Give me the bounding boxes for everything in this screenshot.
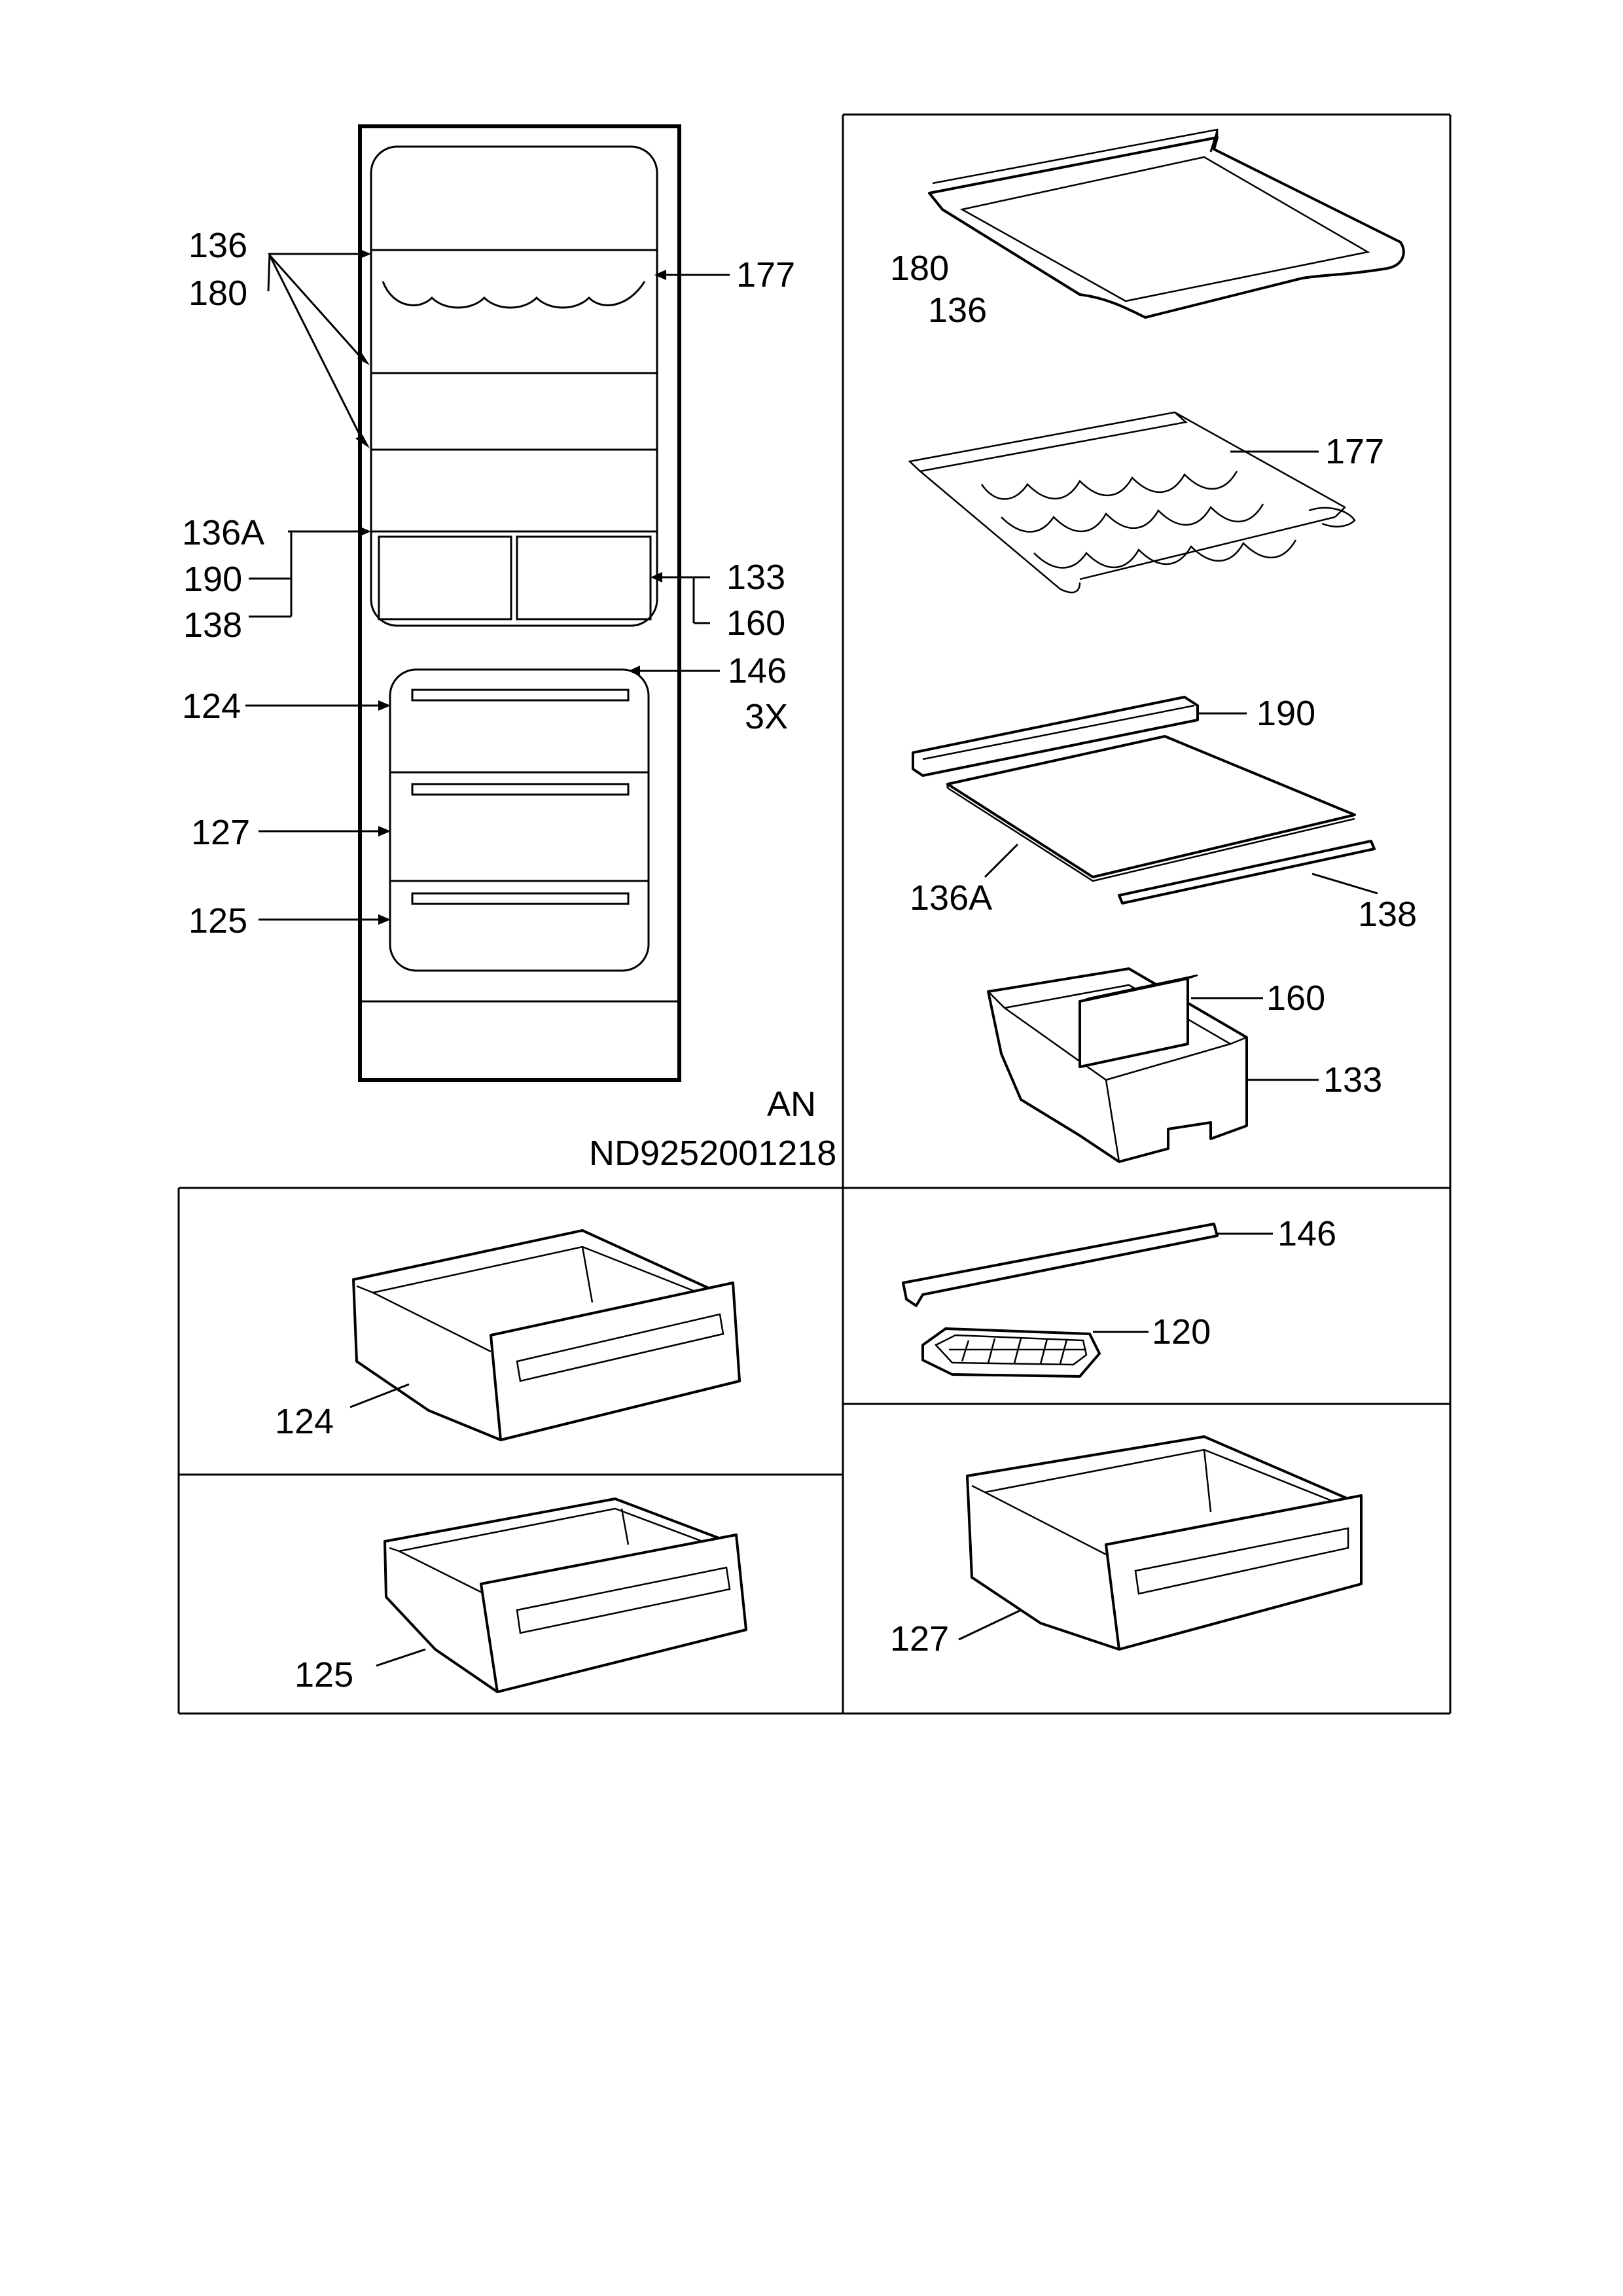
glass-shelf-with-frame bbox=[928, 128, 1405, 319]
label-glass-136a: 136A bbox=[910, 878, 992, 918]
glass-shelf-assembly bbox=[912, 696, 1376, 905]
label-shelf-136: 136 bbox=[928, 291, 987, 330]
model-code: ND9252001218 bbox=[589, 1134, 836, 1173]
leader-125 bbox=[376, 1648, 426, 1667]
label-3x: 3X bbox=[745, 697, 788, 736]
label-drawer-125: 125 bbox=[294, 1655, 353, 1695]
ice-cube-tray bbox=[921, 1327, 1101, 1378]
label-strip-190: 190 bbox=[1257, 694, 1315, 733]
drawer-strip bbox=[902, 1223, 1219, 1307]
freezer-drawer-125 bbox=[383, 1498, 747, 1693]
label-divider-160: 160 bbox=[1266, 978, 1325, 1018]
leader-136a bbox=[984, 843, 1019, 878]
freezer-drawer-127 bbox=[966, 1435, 1363, 1651]
label-127: 127 bbox=[191, 813, 250, 852]
vegetable-box bbox=[987, 967, 1248, 1163]
label-160: 160 bbox=[726, 603, 785, 643]
leader-124 bbox=[349, 1383, 410, 1408]
label-146: 146 bbox=[728, 651, 787, 691]
fridge-front-view bbox=[358, 124, 681, 1082]
label-180: 180 bbox=[188, 274, 247, 313]
label-rack-177: 177 bbox=[1325, 432, 1384, 471]
label-drawer-124: 124 bbox=[275, 1402, 334, 1441]
label-box-133: 133 bbox=[1323, 1060, 1382, 1100]
label-shelf-180: 180 bbox=[890, 249, 949, 288]
label-strip-138: 138 bbox=[1358, 895, 1417, 934]
label-138: 138 bbox=[183, 605, 242, 645]
label-177: 177 bbox=[736, 255, 795, 295]
label-136: 136 bbox=[188, 226, 247, 265]
label-ice-120: 120 bbox=[1152, 1312, 1211, 1352]
label-drawer-127: 127 bbox=[890, 1619, 949, 1659]
model-variant: AN bbox=[767, 1085, 816, 1124]
label-133: 133 bbox=[726, 558, 785, 597]
label-strip-146: 146 bbox=[1277, 1214, 1336, 1253]
label-190: 190 bbox=[183, 560, 242, 599]
label-124: 124 bbox=[182, 687, 241, 726]
bottle-rack bbox=[908, 411, 1356, 594]
label-136a: 136A bbox=[182, 513, 264, 552]
freezer-drawer-124 bbox=[352, 1229, 741, 1441]
fridge-leader-lines bbox=[245, 249, 730, 925]
panel-frames bbox=[177, 113, 1452, 1715]
leader-127 bbox=[958, 1609, 1022, 1641]
label-125: 125 bbox=[188, 901, 247, 941]
leader-138 bbox=[1311, 872, 1378, 895]
